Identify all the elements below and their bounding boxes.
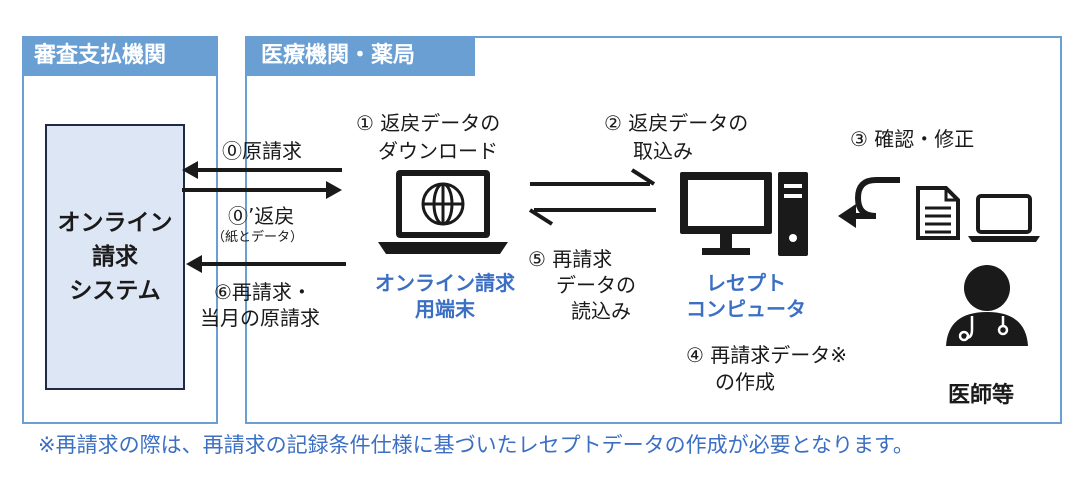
return-arrow [182, 181, 342, 199]
step2-label-1: ② 返戻データの [604, 111, 749, 135]
system-line-3: システム [69, 278, 161, 304]
step5-label-3: 読込み [571, 299, 631, 323]
return-curve-arrow [838, 177, 900, 228]
import-arrow-right [530, 168, 656, 186]
terminal-label-1: オンライン請求 [375, 271, 515, 295]
return-label: ⓪’返戻 [228, 204, 295, 228]
reclaim-arrow [186, 255, 346, 273]
terminal-label: オンライン請求 用端末 [360, 270, 530, 322]
terminal-label-2: 用端末 [415, 297, 475, 321]
step1-label-1: ① 返戻データの [356, 111, 501, 135]
receipt-label-2: コンピュータ [686, 297, 806, 321]
step1-label-2: ダウンロード [378, 139, 498, 163]
reclaim-label-2: 当月の原請求 [200, 306, 320, 330]
document-icon [916, 186, 960, 240]
original-claim-arrow [182, 161, 342, 179]
doctor-icon [946, 265, 1028, 346]
step2-label-2: 取込み [633, 139, 693, 163]
desktop-computer-icon [680, 172, 808, 256]
receipt-computer-label: レセプト コンピュータ [656, 270, 836, 322]
footnote: ※再請求の際は、再請求の記録条件仕様に基づいたレセプトデータの作成が必要となりま… [38, 433, 914, 457]
online-claim-system-box: オンライン 請求 システム [45, 124, 185, 390]
laptop-icon [968, 194, 1040, 242]
system-line-2: 請求 [92, 244, 138, 270]
step5-label-1: ⑤ 再請求 [528, 247, 613, 271]
medical-institution-panel-title: 医療機関・薬局 [245, 36, 475, 76]
return-sublabel: （紙とデータ） [212, 230, 304, 245]
doctor-label: 医師等 [948, 383, 1015, 408]
step4-label-1: ④ 再請求データ※ [686, 343, 848, 367]
review-payment-panel-title: 審査支払機関 [22, 36, 216, 76]
laptop-globe-icon [378, 170, 508, 254]
step5-label-2: データの [556, 273, 636, 297]
reclaim-label-1: ⑥再請求・ [214, 280, 312, 304]
original-claim-label: ⓪原請求 [222, 139, 302, 163]
load-arrow-left [528, 208, 656, 226]
system-line-1: オンライン [57, 210, 173, 236]
step3-label: ③ 確認・修正 [850, 127, 975, 151]
receipt-label-1: レセプト [706, 271, 786, 295]
step4-label-2: の作成 [715, 370, 775, 394]
